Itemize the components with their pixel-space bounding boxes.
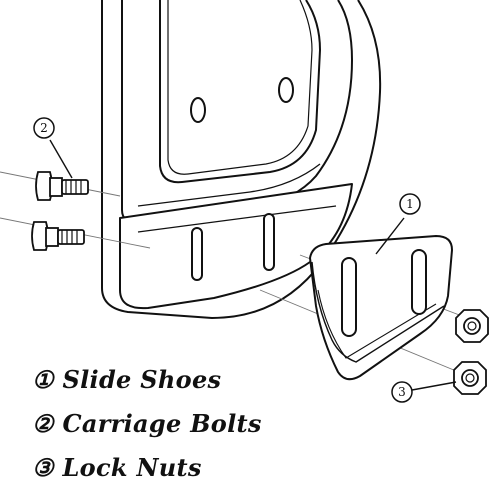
callout-lock-nuts: 3 — [391, 381, 457, 403]
carriage-bolt-top — [35, 171, 89, 201]
callout-carriage-bolts-number: 2 — [40, 121, 48, 135]
slide-shoe — [309, 235, 453, 381]
legend-item-slide-shoes: ① Slide Shoes — [32, 365, 221, 394]
callout-slide-shoes: 1 — [375, 193, 421, 255]
legend-row-slide-shoes: ① Slide Shoes — [32, 362, 221, 396]
callout-slide-shoes-number: 1 — [406, 197, 414, 211]
lock-nut-bottom — [453, 361, 487, 395]
legend-row-lock-nuts: ③ Lock Nuts — [32, 450, 202, 484]
legend-label-lock-nuts: Lock Nuts — [62, 452, 202, 482]
lock-nut-top — [455, 309, 489, 343]
legend-label-slide-shoes: Slide Shoes — [62, 364, 222, 394]
legend-number-1: ① — [32, 364, 54, 394]
legend-row-carriage-bolts: ② Carriage Bolts — [32, 406, 262, 440]
legend-number-3: ③ — [32, 452, 54, 482]
legend-item-carriage-bolts: ② Carriage Bolts — [32, 409, 262, 438]
legend-number-2: ② — [32, 408, 54, 438]
callout-carriage-bolts: 2 — [33, 117, 73, 179]
legend-item-lock-nuts: ③ Lock Nuts — [32, 453, 202, 482]
callout-lock-nuts-number: 3 — [398, 385, 406, 399]
housing-skid-plate — [119, 183, 353, 310]
legend-label-carriage-bolts: Carriage Bolts — [62, 408, 262, 438]
carriage-bolt-bottom — [31, 221, 85, 251]
